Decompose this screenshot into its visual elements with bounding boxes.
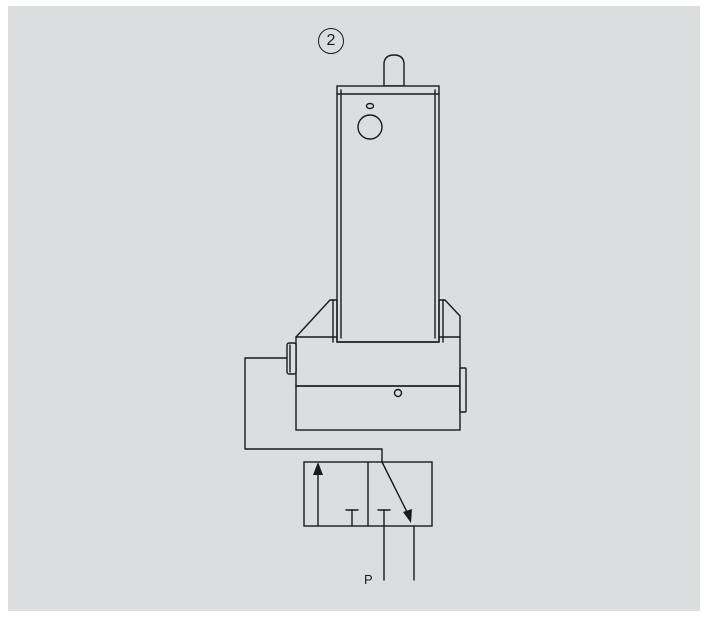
base-clamp xyxy=(295,299,461,387)
base-block xyxy=(295,385,461,431)
indicator-dot xyxy=(365,102,375,110)
port-p-label: P xyxy=(364,572,373,587)
valve-flow-arrow-diagonal xyxy=(381,461,409,515)
base-hole xyxy=(393,388,403,398)
arrow-diagonal-head xyxy=(403,509,412,523)
hydraulic-line xyxy=(244,357,383,463)
inspection-port xyxy=(357,114,383,140)
right-port-fitting xyxy=(459,367,467,413)
plunger-rod xyxy=(383,54,405,87)
left-port-fitting xyxy=(286,342,297,375)
arrow-up-head xyxy=(313,462,323,475)
cylinder-body xyxy=(336,85,440,343)
callout-label: 2 xyxy=(318,28,344,54)
